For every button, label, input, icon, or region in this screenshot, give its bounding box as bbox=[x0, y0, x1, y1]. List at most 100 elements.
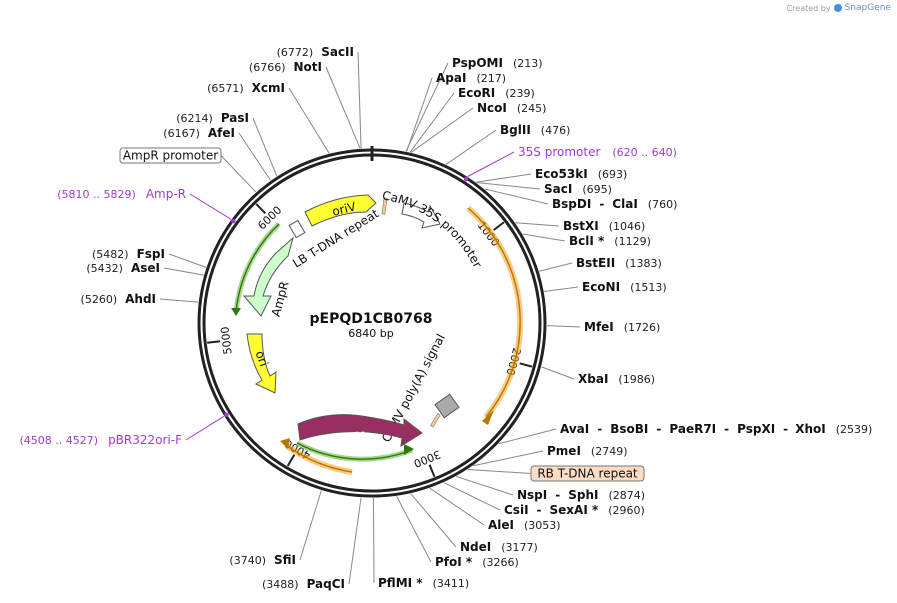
site-position: (2874) bbox=[608, 489, 645, 502]
restriction-sites: PspOMI(213)ApaI(217)EcoRI(239)NcoI(245)B… bbox=[81, 45, 873, 591]
enzyme-name: SacII bbox=[321, 45, 354, 59]
feature-callout-label: RB T-DNA repeat bbox=[537, 467, 638, 481]
feature-callout-box bbox=[530, 465, 645, 482]
site-leader-line bbox=[498, 428, 557, 445]
site-leader-line bbox=[406, 77, 433, 152]
enzyme-name: PaqCI bbox=[307, 577, 345, 591]
restriction-site-label: PmeI(2749) bbox=[547, 444, 627, 458]
credit-brand: SnapGene bbox=[844, 3, 891, 13]
camv35s-arc-head-icon bbox=[482, 410, 494, 425]
enzyme-name: PmeI bbox=[547, 444, 581, 458]
site-position: (693) bbox=[598, 168, 628, 181]
site-leader-line bbox=[445, 129, 497, 165]
camv35s-label: CaMV 35S promoter bbox=[381, 188, 485, 270]
enzyme-name: BglII bbox=[500, 123, 531, 137]
site-leader-line bbox=[238, 132, 271, 181]
restriction-site-label: EcoNI(1513) bbox=[582, 280, 667, 294]
site-position: (6571) bbox=[207, 82, 244, 95]
callout-leader-line bbox=[467, 469, 532, 474]
enzyme-name: XhoI bbox=[795, 422, 826, 436]
enzyme-name: ApaI bbox=[436, 71, 466, 85]
primer-leader-line bbox=[467, 151, 515, 177]
camv35s-orange-arc bbox=[466, 205, 524, 419]
snapgene-logo-icon bbox=[833, 4, 842, 12]
trfA-label: trfA bbox=[341, 429, 369, 445]
trfA-orange-head-icon bbox=[280, 438, 290, 449]
primer-label: (5810 .. 5829)Amp-R bbox=[57, 187, 186, 201]
site-position: (3488) bbox=[262, 578, 299, 591]
site-position: (1046) bbox=[609, 220, 646, 233]
primer-marker-icon bbox=[231, 218, 236, 224]
site-position: (3266) bbox=[482, 556, 519, 569]
restriction-site-label: Eco53kI(693) bbox=[535, 167, 627, 181]
primer-marker-icon bbox=[224, 412, 229, 417]
site-position: (3053) bbox=[524, 519, 561, 532]
oriV-marker bbox=[381, 197, 388, 215]
site-leader-line bbox=[405, 62, 449, 152]
site-position: (6167) bbox=[163, 127, 200, 140]
site-position: (3177) bbox=[501, 541, 538, 554]
trfA-green-line bbox=[296, 442, 413, 460]
enzyme-name: SfiI bbox=[274, 553, 296, 567]
primer-label: 35S promoter(620 .. 640) bbox=[518, 145, 677, 159]
restriction-site-label: PfoI * (3266) bbox=[435, 555, 519, 569]
restriction-site-label: MfeI(1726) bbox=[584, 320, 660, 334]
polya-marker bbox=[430, 412, 441, 428]
site-leader-line bbox=[159, 298, 199, 303]
restriction-site-label: AvaI-BsoBI-PaeR7I-PspXI-XhoI(2539) bbox=[560, 422, 872, 436]
enzyme-name: NcoI bbox=[477, 101, 507, 115]
primer-leader-line bbox=[189, 193, 232, 220]
feature-callout-box bbox=[119, 147, 222, 164]
restriction-site-label: ApaI(217) bbox=[436, 71, 506, 85]
site-position: (2960) bbox=[608, 504, 645, 517]
restriction-site-label: XbaI(1986) bbox=[578, 372, 655, 386]
enzyme-name: AfeI bbox=[208, 126, 235, 140]
ampr-arc-head-icon bbox=[231, 308, 241, 316]
ori-feature bbox=[246, 333, 277, 394]
site-leader-line bbox=[443, 482, 501, 511]
site-position: (3740) bbox=[229, 554, 266, 567]
oriV-feature bbox=[304, 194, 377, 227]
tick-mark bbox=[428, 464, 436, 478]
tick-mark bbox=[492, 221, 505, 231]
enzyme-name: EcoRI bbox=[458, 86, 495, 100]
restriction-site-label: SacI(695) bbox=[544, 182, 612, 196]
enzyme-name: PfoI * bbox=[435, 555, 473, 569]
site-position: (213) bbox=[513, 57, 543, 70]
enzyme-name: PaeR7I bbox=[669, 422, 716, 436]
restriction-site-label: BclI *(1129) bbox=[569, 234, 651, 248]
site-leader-line bbox=[163, 267, 204, 276]
site-separator: - bbox=[555, 488, 560, 502]
restriction-site-label: AleI(3053) bbox=[488, 518, 561, 532]
lb-tdna-box bbox=[288, 219, 306, 239]
enzyme-name: SphI bbox=[568, 488, 598, 502]
enzyme-name: FspI bbox=[137, 247, 165, 261]
primer-name: Amp-R bbox=[146, 187, 186, 201]
site-leader-line bbox=[546, 325, 581, 328]
site-separator: - bbox=[597, 422, 602, 436]
enzyme-name: PflMI * bbox=[378, 576, 423, 590]
site-leader-line bbox=[473, 450, 544, 467]
enzyme-name: AhdI bbox=[125, 292, 156, 306]
restriction-site-label: (3488) PaqCI bbox=[262, 577, 345, 591]
site-position: (1513) bbox=[630, 281, 667, 294]
restriction-site-label: PflMI *(3411) bbox=[378, 576, 469, 590]
restriction-site-label: NdeI(3177) bbox=[460, 540, 538, 554]
primer-range: (620 .. 640) bbox=[612, 146, 677, 159]
site-position: (476) bbox=[541, 124, 571, 137]
restriction-site-label: BstEII(1383) bbox=[576, 256, 662, 270]
feature-arcs bbox=[231, 205, 524, 475]
enzyme-name: BspDI bbox=[552, 197, 591, 211]
enzyme-name: BsoBI bbox=[610, 422, 648, 436]
restriction-site-label: (6772)SacII bbox=[277, 45, 354, 59]
backbone bbox=[197, 146, 547, 498]
restriction-site-label: (5432)AseI bbox=[86, 261, 160, 275]
ampr-green-line bbox=[235, 223, 280, 313]
site-separator: - bbox=[783, 422, 788, 436]
enzyme-name: XbaI bbox=[578, 372, 608, 386]
restriction-site-label: PspOMI(213) bbox=[452, 56, 543, 70]
tick-mark bbox=[207, 340, 221, 344]
enzyme-name: NspI bbox=[517, 488, 547, 502]
